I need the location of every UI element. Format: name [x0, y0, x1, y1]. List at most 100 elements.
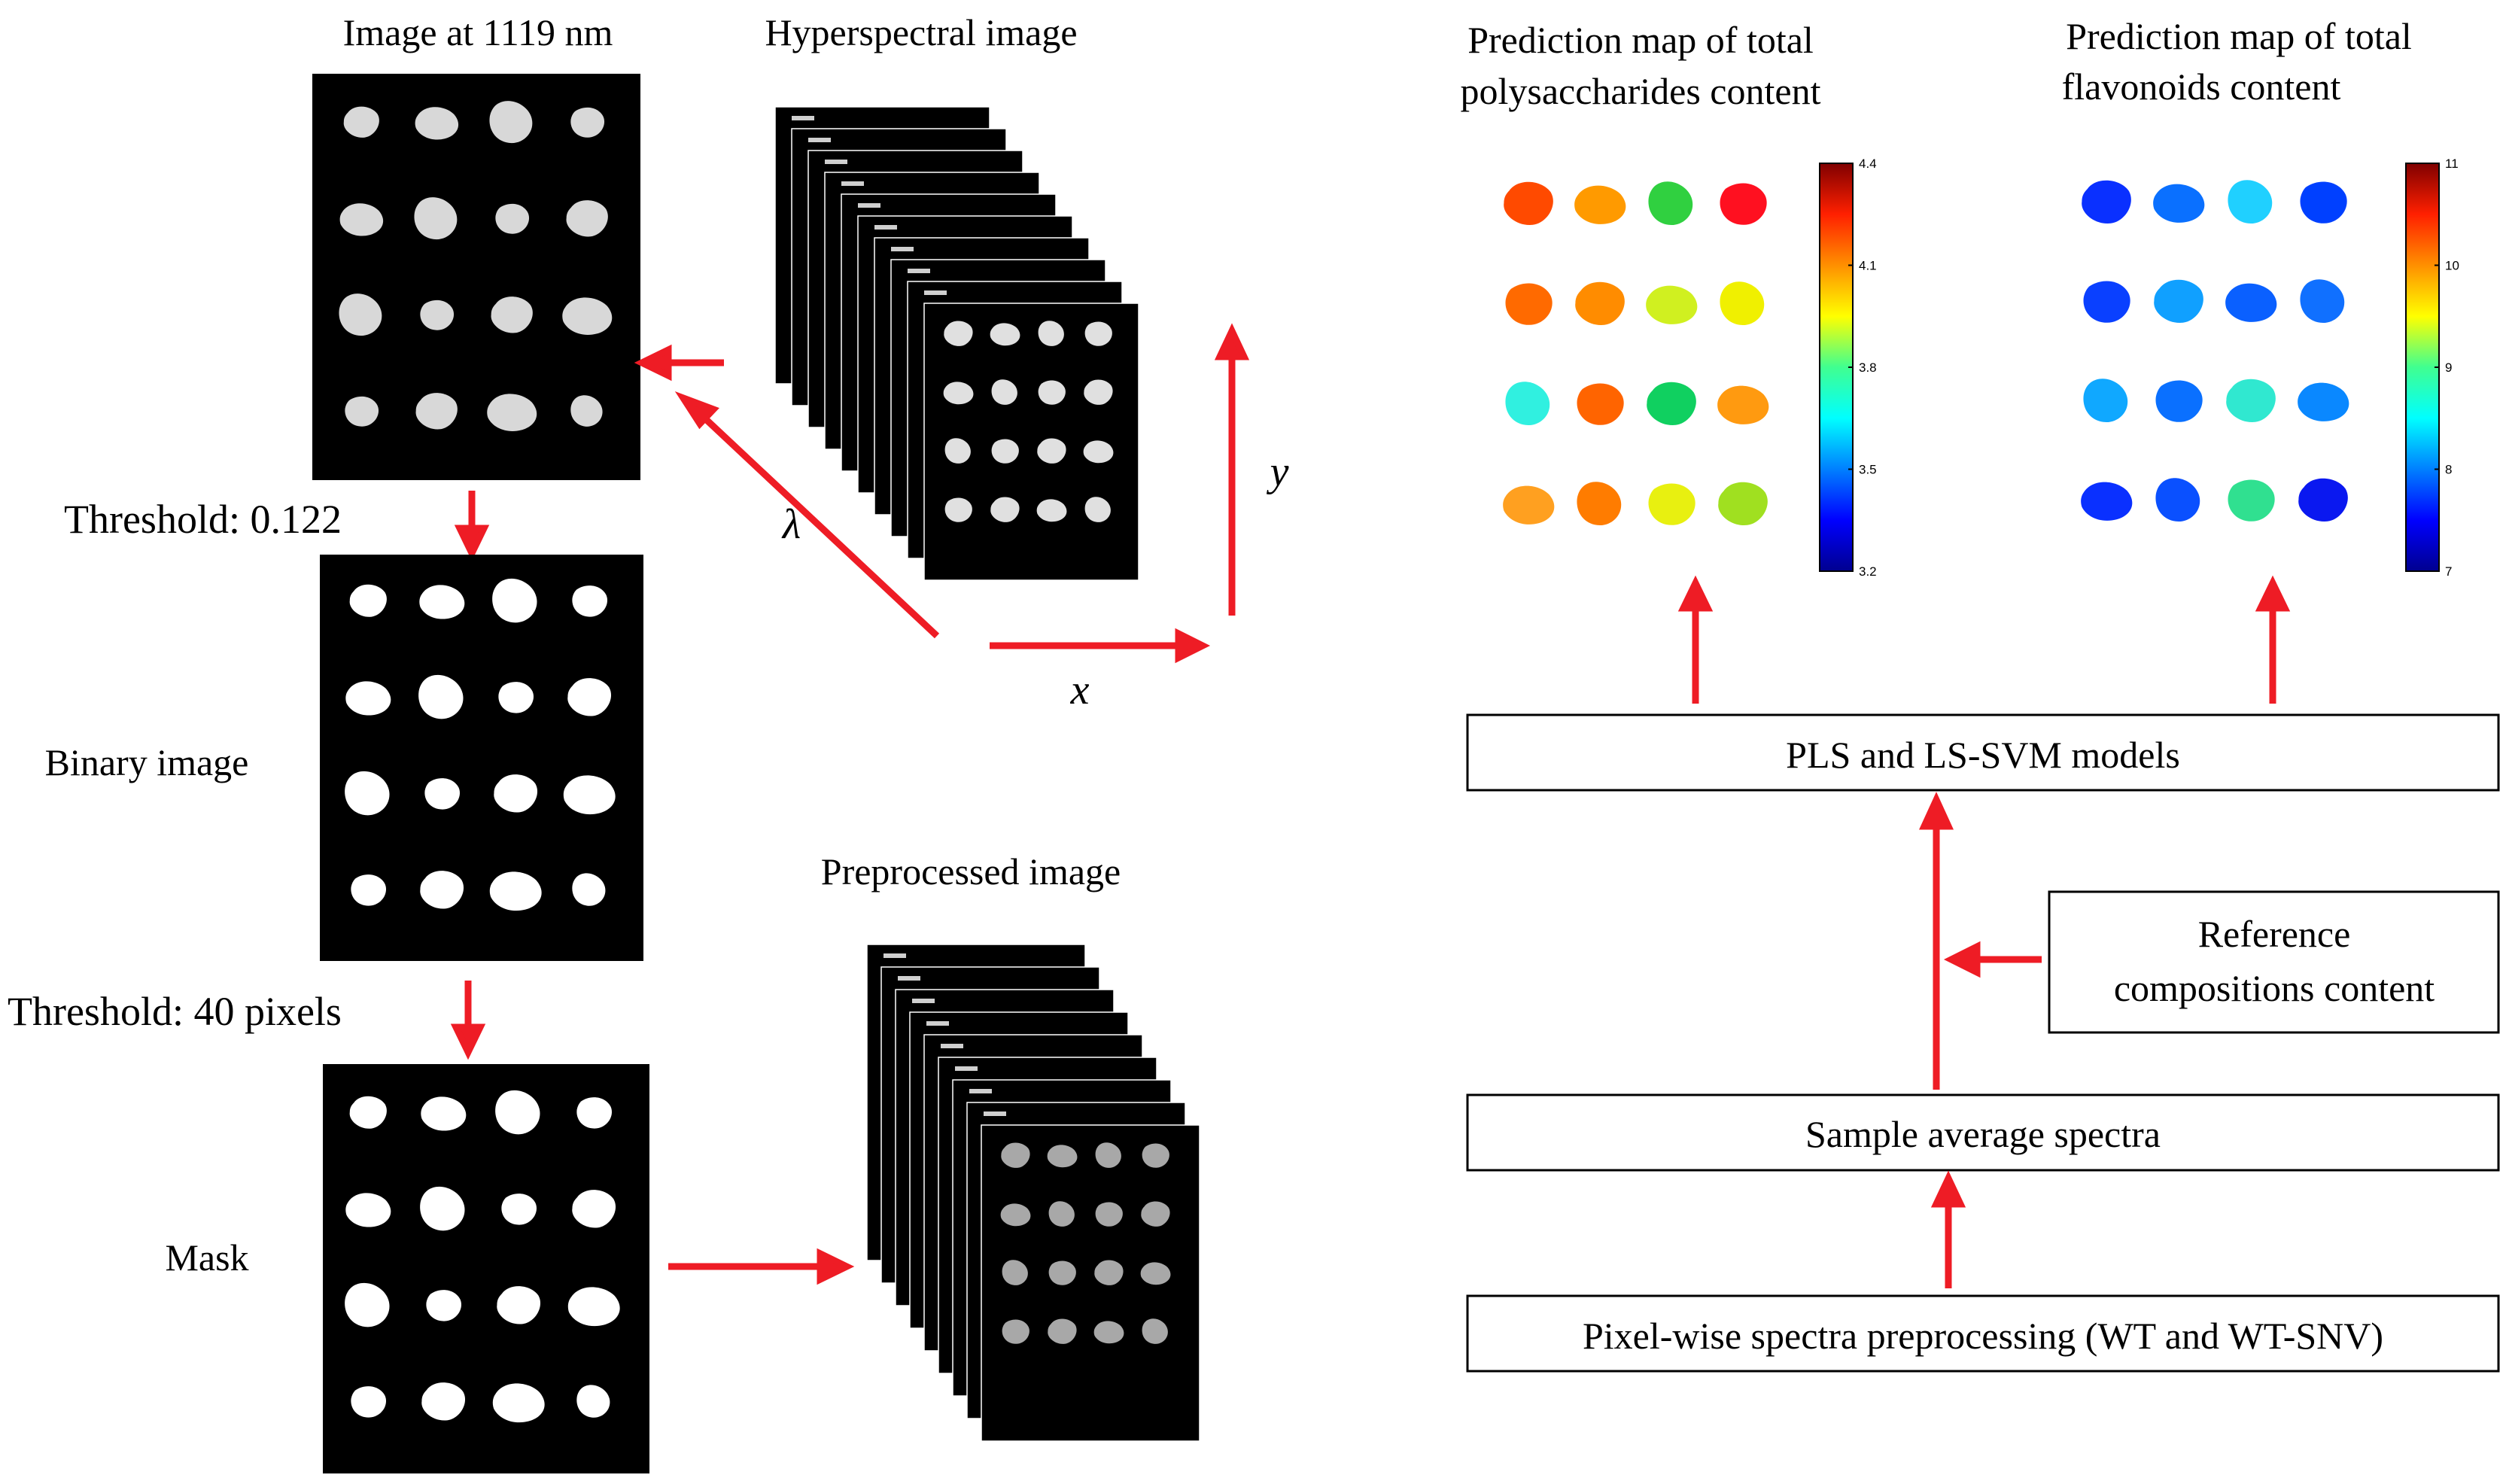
threshold-1-label: Threshold: 0.122 — [64, 497, 342, 542]
prediction-sample — [1718, 482, 1768, 526]
layer-highlight — [912, 999, 935, 1003]
sample-blob — [1094, 1260, 1124, 1285]
sample-blob — [562, 297, 613, 335]
colorbar-tick-label: 9 — [2445, 360, 2452, 375]
sample-blob — [566, 200, 608, 237]
sample-blob — [415, 107, 459, 140]
prediction-sample — [1717, 385, 1769, 424]
sample-blob — [1095, 1142, 1121, 1168]
layer-highlight — [955, 1066, 978, 1071]
layer-highlight — [908, 269, 930, 273]
image-1119-title: Image at 1119 nm — [343, 11, 613, 53]
prediction-sample — [1720, 183, 1767, 225]
sample-blob — [991, 379, 1017, 405]
prediction-sample — [2155, 380, 2203, 422]
sample-blob — [415, 393, 458, 430]
sample-blob — [991, 439, 1019, 464]
sample-blob — [990, 497, 1020, 522]
sample-blob — [944, 438, 971, 464]
sample-blob — [570, 107, 605, 138]
sample-blob — [944, 321, 973, 346]
colorbar-tick-label: 3.8 — [1859, 360, 1877, 375]
layer-highlight — [969, 1089, 992, 1093]
layer-highlight — [941, 1044, 963, 1048]
prediction-sample — [2153, 184, 2205, 223]
prediction-sample — [2226, 379, 2276, 423]
prediction-sample — [2154, 279, 2203, 324]
sample-blob — [498, 682, 534, 713]
layer-highlight — [825, 160, 847, 164]
box-reference: Reference compositions content — [2048, 890, 2500, 1034]
sample-blob — [420, 871, 464, 909]
sample-blob — [1037, 438, 1066, 464]
sample-blob — [1036, 499, 1067, 522]
mask-label: Mask — [165, 1236, 248, 1279]
sample-blob — [501, 1194, 537, 1225]
box-models: PLS and LS-SVM models — [1466, 713, 2500, 792]
pred-poly-title-line1: Prediction map of total — [1467, 19, 1814, 61]
binary-image-panel — [320, 555, 643, 961]
layer-highlight — [808, 138, 831, 142]
pred-flav-title-line2: flavonoids content — [2062, 65, 2341, 108]
sample-blob — [345, 771, 390, 816]
sample-blob — [421, 1096, 467, 1131]
box-models-label: PLS and LS-SVM models — [1786, 734, 2180, 776]
sample-blob — [572, 873, 606, 906]
prediction-sample — [2300, 279, 2345, 324]
sample-blob — [339, 203, 384, 236]
box-preprocess: Pixel-wise spectra preprocessing (WT and… — [1466, 1294, 2500, 1373]
sample-blob — [943, 382, 974, 405]
sample-blob — [339, 293, 382, 336]
prediction-sample — [2083, 379, 2128, 423]
colorbar-tick-label: 4.4 — [1859, 157, 1877, 171]
sample-blob — [420, 300, 455, 330]
prediction-sample — [2083, 281, 2130, 323]
sample-blob — [492, 578, 537, 623]
box-average-label: Sample average spectra — [1805, 1113, 2161, 1155]
sample-blob — [345, 1193, 391, 1227]
layer-highlight — [792, 116, 814, 120]
prediction-sample — [2081, 482, 2133, 521]
sample-blob — [345, 1282, 390, 1327]
sample-blob — [1038, 321, 1064, 346]
prediction-sample — [2082, 180, 2131, 224]
sample-blob — [492, 1383, 545, 1423]
prediction-sample — [1648, 181, 1693, 226]
sample-blob — [1038, 380, 1066, 405]
box-reference-line1: Reference — [2198, 913, 2351, 955]
sample-blob — [343, 106, 379, 138]
sample-blob — [1142, 1318, 1168, 1344]
sample-blob — [497, 1286, 541, 1324]
colorbar-tick-label: 3.2 — [1859, 564, 1877, 579]
layer-highlight — [984, 1111, 1006, 1116]
sample-blob — [572, 585, 608, 617]
y-axis-label: y — [1267, 449, 1289, 495]
arrow-threshold-1 — [454, 491, 490, 561]
prediction-sample — [2228, 180, 2273, 224]
colorbar-tick-label: 11 — [2445, 157, 2459, 171]
colorbar-tick-label: 8 — [2445, 463, 2452, 477]
arrow-to-poly-map — [1677, 575, 1714, 704]
sample-blob — [414, 197, 458, 240]
sample-blob — [1002, 1260, 1028, 1285]
sample-blob — [576, 1097, 613, 1129]
sample-blob — [351, 1386, 387, 1418]
preprocessed-cube — [866, 944, 1200, 1442]
sample-blob — [495, 1090, 540, 1135]
prediction-sample — [1646, 285, 1698, 324]
sample-blob — [418, 674, 464, 719]
sample-blob — [567, 678, 612, 716]
sample-blob — [489, 871, 542, 911]
colorbar-tick-label: 10 — [2445, 259, 2459, 273]
layer-highlight — [898, 976, 920, 981]
sample-blob — [572, 1190, 616, 1228]
colorbar-tick-label: 3.5 — [1859, 463, 1877, 477]
arrow-cube-to-image — [634, 344, 724, 382]
sample-blob — [1000, 1203, 1031, 1227]
sample-blob — [576, 1385, 610, 1418]
prediction-sample — [1577, 383, 1624, 425]
sample-blob — [491, 296, 533, 333]
colorbar-tick-label: 4.1 — [1859, 259, 1877, 273]
colorbar-tick-label: 7 — [2445, 564, 2452, 579]
layer-highlight — [841, 181, 864, 186]
